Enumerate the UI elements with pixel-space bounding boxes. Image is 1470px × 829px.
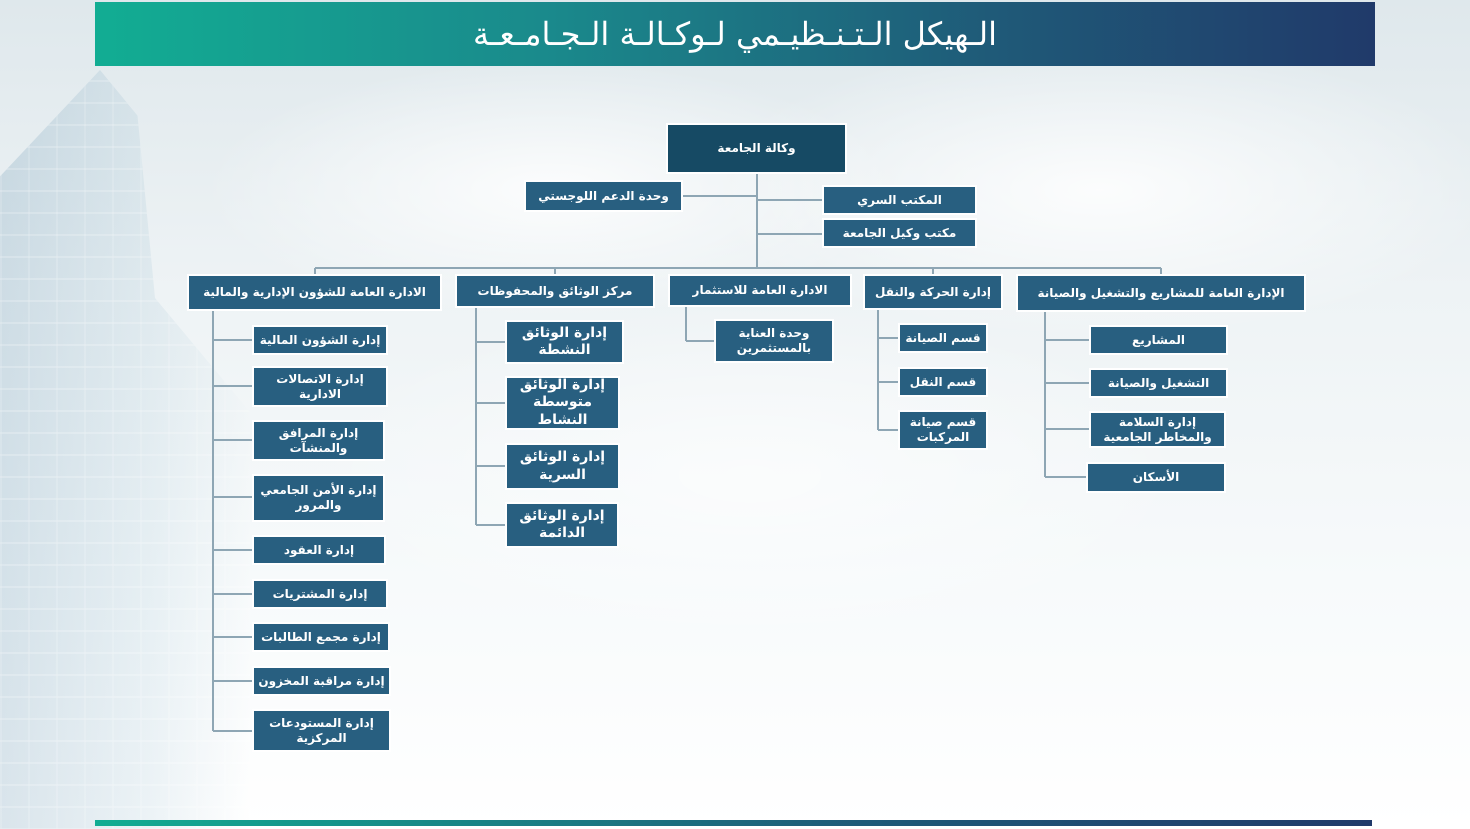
org-root-box: وكالة الجامعة [666,123,847,174]
logistics-unit-box: وحدة الدعم اللوجستي [524,180,683,212]
child-investor-care-box: وحدة العناية بالمستثمرين [714,319,834,363]
child-secret-docs-box: إدارة الوثائق السرية [505,443,620,490]
dept-transport-box: إدارة الحركة والنقل [863,274,1003,310]
deputy-office-box: مكتب وكيل الجامعة [822,218,977,248]
dept-investment-box: الادارة العامة للاستثمار [668,274,852,307]
dept-projects-box: الإدارة العامة للمشاريع والتشغيل والصيان… [1016,274,1306,312]
child-safety-box: إدارة السلامة والمخاطر الجامعية [1089,411,1226,448]
dept-documents-box: مركز الوثائق والمحفوظات [455,274,655,308]
child-facilities-box: إدارة المرافق والمنشآت [252,420,385,461]
child-projects-box: المشاريع [1089,325,1228,355]
title-bar: الـهيكل الـتـنـظيـمي لـوكـالـة الـجـامـع… [95,2,1375,66]
child-procurement-box: إدارة المشتريات [252,579,388,609]
child-operation-box: التشغيل والصيانة [1089,368,1228,398]
child-permanent-docs-box: إدارة الوثائق الدائمة [505,502,619,548]
page-title: الـهيكل الـتـنـظيـمي لـوكـالـة الـجـامـع… [473,15,997,53]
child-vehicle-maintenance-box: قسم صيانة المركبات [898,410,988,450]
child-female-campus-box: إدارة مجمع الطالبات [252,622,390,652]
bottom-accent-bar [95,820,1372,826]
child-transport-box: قسم النقل [898,367,988,397]
child-inventory-box: إدارة مراقبة المخزون [252,666,391,696]
child-active-docs-box: إدارة الوثائق النشطة [505,320,624,364]
dept-admin-box: الادارة العامة للشؤون الإدارية والمالية [187,274,442,311]
child-warehouses-box: إدارة المستودعات المركزية [252,709,391,752]
child-medium-docs-box: إدارة الوثائق متوسطة النشاط [505,376,620,430]
child-maintenance-box: قسم الصيانة [898,323,988,353]
child-security-box: إدارة الأمن الجامعي والمرور [252,474,385,522]
child-housing-box: الأسكان [1086,462,1226,493]
child-contracts-box: إدارة العقود [252,535,386,565]
secret-office-box: المكتب السري [822,185,977,215]
child-finance-box: إدارة الشؤون المالية [252,325,388,355]
child-communications-box: إدارة الاتصالات الادارية [252,366,388,407]
